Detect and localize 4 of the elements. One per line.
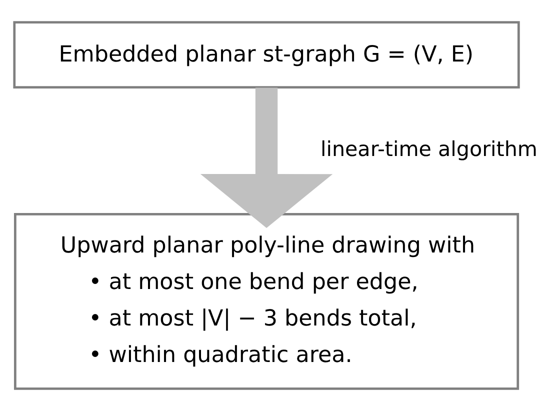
arrow [200, 87, 333, 228]
node-box: Embedded planar st-graph G = (V, E) [13, 20, 520, 88]
node-box: Upward planar poly-line drawing with • at most one bend per edge, • at most |V| − 3 bends total, • within quadratic area. [14, 212, 520, 390]
edge-label: linear-time algorithm [320, 136, 538, 161]
